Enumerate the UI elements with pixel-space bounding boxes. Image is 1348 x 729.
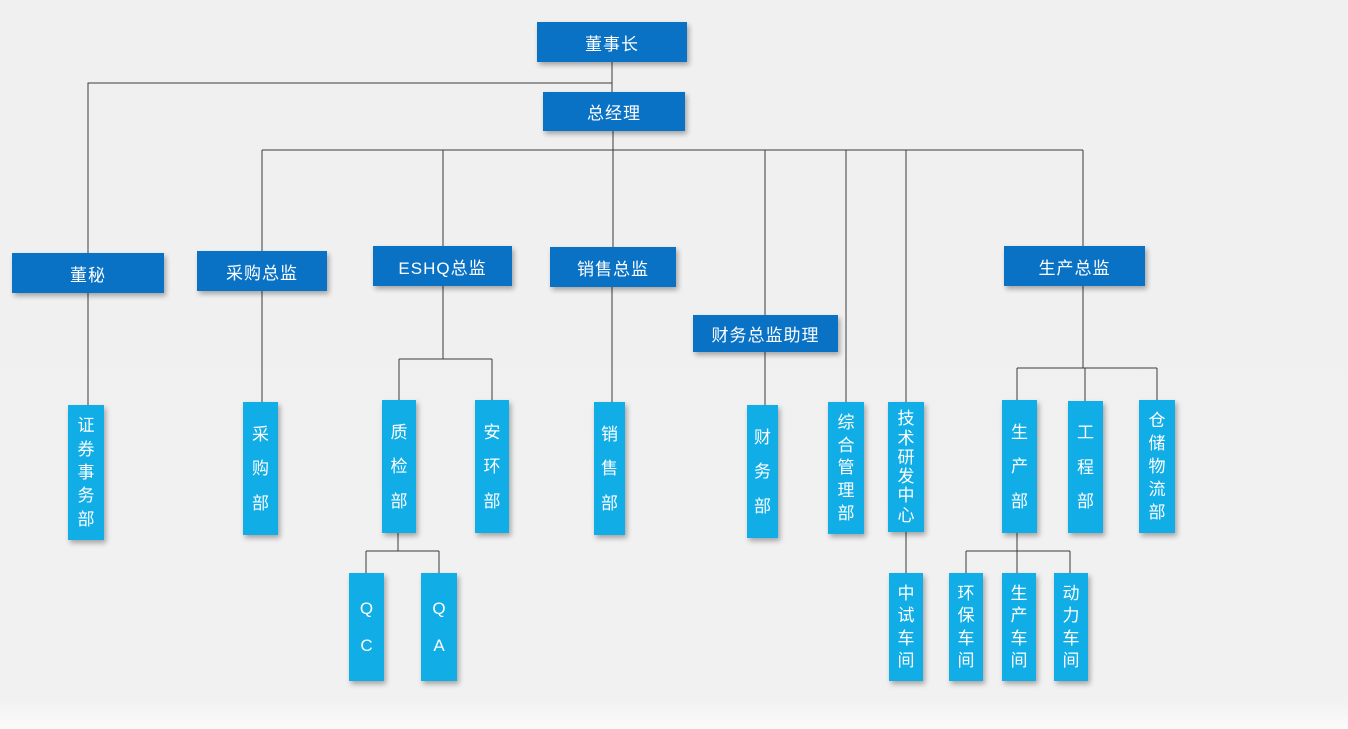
node-label: 动力车间 [1062,583,1080,671]
node-label: 董事长 [585,34,639,54]
connector-chairman-to-board-secretary [87,82,612,253]
node-label: ESHQ总监 [398,258,487,278]
node-production-workshop[interactable]: 生产车间 [1002,573,1036,681]
node-tech-rd-center[interactable]: 技术研发中心 [888,402,924,532]
node-quality-inspection-dept[interactable]: 质检部 [382,400,416,533]
node-safety-environment-dept[interactable]: 安环部 [475,400,509,533]
node-label: 董秘 [70,265,106,285]
node-finance-director-assistant[interactable]: 财务总监助理 [693,315,838,352]
node-warehouse-logistics-dept[interactable]: 仓储物流部 [1139,400,1175,533]
node-label: 质检部 [390,422,408,511]
node-production-director[interactable]: 生产总监 [1004,246,1145,286]
node-label: 环保车间 [957,583,975,671]
node-label: 采购部 [252,424,269,513]
node-board-secretary[interactable]: 董秘 [12,253,164,293]
node-label: 总经理 [587,104,641,123]
node-label: 销售总监 [577,259,649,279]
node-label: 综合管理部 [837,412,855,524]
node-label: 技术研发中心 [897,409,915,525]
node-label: 仓储物流部 [1148,411,1166,522]
node-general-admin-dept[interactable]: 综合管理部 [828,402,864,534]
node-sales-dept[interactable]: 销售部 [594,402,625,535]
node-eshq-director[interactable]: ESHQ总监 [373,246,512,286]
node-power-workshop[interactable]: 动力车间 [1054,573,1088,681]
node-engineering-dept[interactable]: 工程部 [1068,401,1103,533]
node-chairman[interactable]: 董事长 [537,22,687,62]
node-label: 销售部 [601,424,618,513]
node-label: 安环部 [483,422,501,511]
node-label: 工程部 [1077,423,1094,511]
node-label: 财务部 [754,427,771,516]
node-label: 财务总监助理 [711,326,820,345]
node-label: 采购总监 [226,263,298,283]
node-finance-dept[interactable]: 财务部 [747,405,778,538]
node-label: 生产车间 [1010,583,1028,671]
node-production-dept[interactable]: 生产部 [1002,400,1037,533]
node-general-manager[interactable]: 总经理 [543,92,685,131]
node-pilot-workshop[interactable]: 中试车间 [889,573,923,681]
node-procurement-director[interactable]: 采购总监 [197,251,327,291]
node-securities-affairs-dept[interactable]: 证券事务部 [68,405,104,540]
node-sales-director[interactable]: 销售总监 [550,247,676,287]
node-label: 生产总监 [1038,258,1111,278]
node-label: 生产部 [1011,422,1028,511]
node-label: 证券事务部 [77,416,95,529]
node-env-protection-workshop[interactable]: 环保车间 [949,573,983,681]
node-label: 中试车间 [897,583,915,671]
node-procurement-dept[interactable]: 采购部 [243,402,278,535]
